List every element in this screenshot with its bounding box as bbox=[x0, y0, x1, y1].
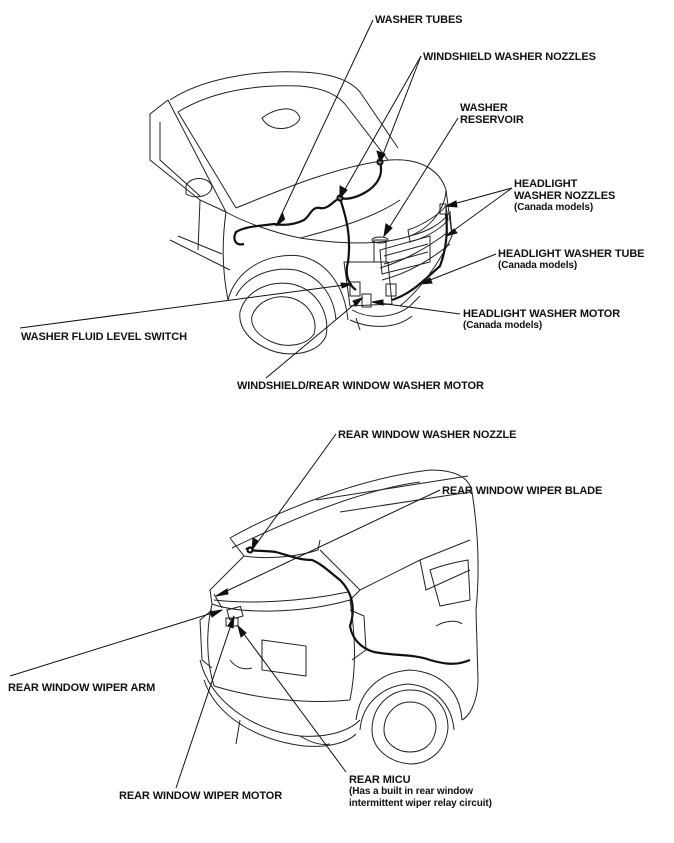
label-rear-micu: REAR MICU (Has a built in rear window in… bbox=[349, 774, 492, 810]
front-vehicle-illustration bbox=[149, 71, 453, 355]
label-headlight-washer-motor-note: (Canada models) bbox=[463, 320, 543, 331]
label-windshield-rear-washer-motor: WINDSHIELD/REAR WINDOW WASHER MOTOR bbox=[237, 380, 484, 392]
label-rear-micu-line1: REAR MICU bbox=[349, 774, 411, 786]
label-headlight-washer-tube-line1: HEADLIGHT WASHER TUBE bbox=[498, 248, 645, 260]
rear-vehicle-illustration bbox=[199, 469, 479, 765]
label-rear-window-wiper-arm: REAR WINDOW WIPER ARM bbox=[8, 682, 156, 694]
label-headlight-washer-tube: HEADLIGHT WASHER TUBE (Canada models) bbox=[498, 248, 645, 272]
label-washer-reservoir: WASHER RESERVOIR bbox=[460, 102, 524, 126]
label-rear-window-wiper-motor: REAR WINDOW WIPER MOTOR bbox=[119, 790, 283, 802]
label-headlight-washer-motor: HEADLIGHT WASHER MOTOR (Canada models) bbox=[463, 308, 620, 332]
washer-tube-routing-rear bbox=[245, 546, 471, 665]
label-washer-fluid-level-switch: WASHER FLUID LEVEL SWITCH bbox=[21, 331, 187, 343]
washer-tube-routing-front bbox=[233, 158, 448, 302]
label-headlight-washer-nozzles-note: (Canada models) bbox=[514, 202, 594, 213]
label-washer-reservoir-line2: RESERVOIR bbox=[460, 114, 524, 126]
label-rear-window-wiper-blade: REAR WINDOW WIPER BLADE bbox=[442, 485, 603, 497]
label-headlight-washer-nozzles-line1: HEADLIGHT bbox=[514, 178, 578, 190]
label-headlight-washer-nozzles: HEADLIGHT WASHER NOZZLES (Canada models) bbox=[514, 178, 615, 214]
label-rear-micu-note1: (Has a built in rear window bbox=[349, 786, 473, 797]
label-washer-tubes: WASHER TUBES bbox=[375, 14, 463, 26]
label-windshield-washer-nozzles: WINDSHIELD WASHER NOZZLES bbox=[423, 51, 596, 63]
label-rear-window-washer-nozzle: REAR WINDOW WASHER NOZZLE bbox=[338, 429, 517, 441]
label-rear-micu-note2: intermittent wiper relay circuit) bbox=[349, 798, 492, 809]
leader-lines bbox=[9, 19, 513, 789]
label-headlight-washer-tube-note: (Canada models) bbox=[498, 260, 578, 271]
label-headlight-washer-nozzles-line2: WASHER NOZZLES bbox=[514, 190, 616, 202]
label-washer-reservoir-line1: WASHER bbox=[460, 102, 508, 114]
label-headlight-washer-motor-line1: HEADLIGHT WASHER MOTOR bbox=[463, 308, 621, 320]
